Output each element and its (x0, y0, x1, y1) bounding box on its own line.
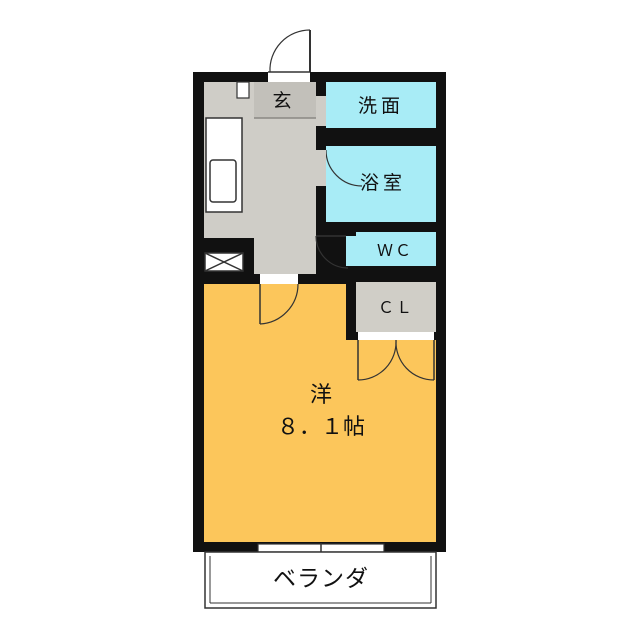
balcony (204, 551, 437, 609)
front-door-swing (269, 29, 311, 73)
bathroom-label: 浴室 (360, 172, 406, 194)
room-door-gap (260, 274, 298, 284)
wc-door-gap (346, 236, 356, 266)
bathroom-floor (326, 146, 436, 222)
toilet-floor (356, 232, 436, 266)
toilet-label: ＷＣ (377, 241, 413, 260)
shoe-cabinet (236, 81, 250, 99)
bath-door-gap (316, 150, 326, 186)
closet-label: ＣＬ (378, 298, 414, 317)
closet-floor-redraw (356, 282, 436, 332)
closet-door-gap (358, 332, 434, 340)
western-room-label: 洋 (310, 383, 332, 408)
front-door-gap (268, 70, 310, 82)
fridge-cross-b (204, 252, 244, 272)
entrance-floor (254, 82, 316, 118)
balcony-label: ベランダ (273, 566, 369, 592)
wc-door-swing (315, 235, 349, 269)
western-room-size: ８．１帖 (277, 415, 365, 440)
washroom-floor (326, 82, 436, 128)
room-door-swing (259, 283, 299, 325)
sink-icon (209, 159, 237, 203)
washroom-label: 洗面 (358, 95, 404, 117)
closet-door-right-swing (395, 339, 435, 381)
washroom-door-gap (316, 96, 326, 126)
entrance-label: 玄 (272, 90, 295, 112)
bathroom-door-swing (325, 149, 363, 187)
